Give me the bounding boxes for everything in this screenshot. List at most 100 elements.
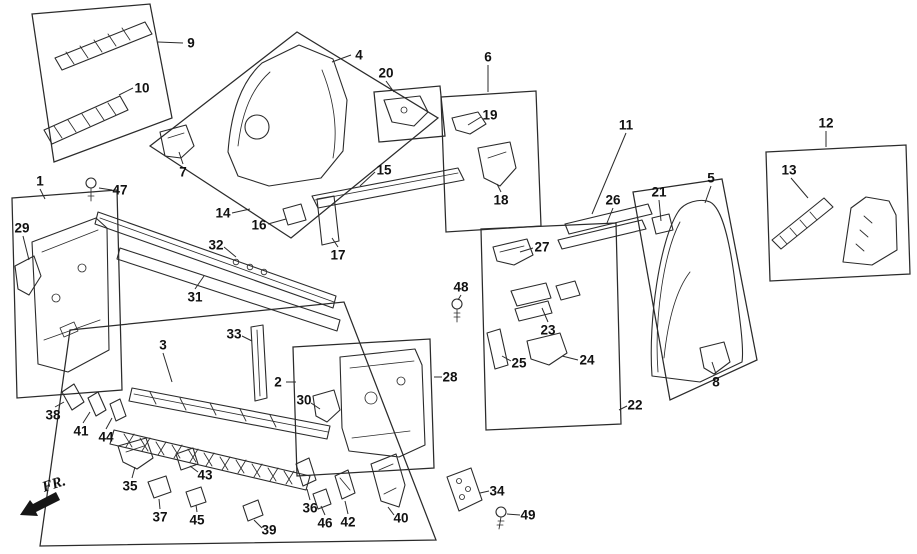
leader-line-26 (606, 207, 614, 224)
callout-43: 43 (197, 468, 213, 483)
part-sketch-41 (87, 391, 107, 417)
part-sketch-15 (311, 167, 465, 209)
part-sketch-16 (282, 203, 307, 226)
group-box-22 (480, 222, 622, 431)
callout-36: 36 (302, 501, 318, 516)
leader-line-36 (306, 488, 311, 501)
callout-21: 21 (651, 185, 667, 200)
group-box-9-10 (31, 3, 173, 163)
fr-arrow-icon (20, 492, 60, 516)
part-sketch-clip (555, 280, 581, 301)
leader-line-19 (467, 116, 482, 126)
part-sketch-31-32-crossbar (94, 211, 341, 332)
leader-line-42 (344, 500, 349, 515)
callout-13: 13 (781, 163, 797, 178)
part-sketch-8 (699, 341, 731, 375)
callout-17: 17 (330, 248, 345, 263)
leader-line-7 (178, 151, 184, 165)
bolt-47-icon (85, 177, 97, 202)
leader-line-49 (506, 513, 521, 516)
part-sketch-39 (242, 499, 264, 522)
leader-line-33 (241, 335, 253, 342)
callout-7: 7 (179, 165, 187, 180)
callout-6: 6 (484, 50, 492, 65)
callout-42: 42 (340, 515, 355, 530)
group-box-12-13 (765, 144, 911, 282)
part-sketch-38 (61, 383, 85, 411)
callout-16: 16 (251, 218, 267, 233)
part-sketch-45 (185, 486, 207, 508)
leader-line-16 (267, 218, 287, 225)
part-sketch-5 (650, 199, 744, 383)
part-sketch-33 (250, 324, 268, 402)
leader-line-41 (82, 411, 91, 424)
leader-line-22 (618, 405, 628, 411)
bolt-48-icon (451, 298, 463, 323)
callout-39: 39 (261, 523, 276, 538)
leader-line-21 (658, 199, 662, 222)
callout-14: 14 (215, 206, 231, 221)
part-sketch-13 (771, 197, 834, 250)
part-sketch-37 (147, 475, 172, 499)
callout-23: 23 (540, 323, 556, 338)
leader-line-9 (157, 41, 184, 44)
callout-9: 9 (187, 36, 195, 51)
group-box-1-29 (11, 189, 123, 399)
leader-line-44 (105, 417, 113, 430)
leader-line-47 (98, 187, 113, 191)
leader-line-40 (387, 506, 395, 516)
callout-5: 5 (707, 171, 715, 186)
leader-line-15 (359, 171, 376, 187)
part-sketch-1 (31, 217, 110, 373)
callout-28: 28 (442, 370, 458, 385)
part-sketch-26 (557, 203, 653, 250)
part-sketch-17 (316, 195, 340, 246)
callout-45: 45 (189, 513, 205, 528)
leader-line-31 (194, 275, 205, 290)
part-sketch-21 (651, 213, 674, 235)
callout-44: 44 (98, 430, 114, 445)
callout-15: 15 (376, 163, 392, 178)
part-sketch-18 (477, 141, 517, 187)
part-sketch-7 (159, 124, 195, 159)
leader-line-13 (790, 177, 809, 199)
leader-line-1 (39, 188, 46, 200)
part-sketch-46 (312, 488, 332, 510)
part-sketch-23 (510, 282, 553, 322)
leader-line-8 (711, 361, 717, 375)
part-sketch-43 (175, 447, 199, 471)
part-sketch-29 (14, 255, 42, 296)
leader-line-43 (189, 465, 199, 473)
callout-20: 20 (378, 66, 393, 81)
leader-line-37 (158, 498, 161, 510)
callout-41: 41 (73, 424, 89, 439)
callout-34: 34 (489, 484, 505, 499)
group-box-20 (373, 85, 446, 143)
part-sketch-19 (451, 111, 487, 135)
callout-2: 2 (274, 375, 282, 390)
part-sketch-27 (492, 238, 534, 266)
callout-24: 24 (579, 353, 595, 368)
callout-25: 25 (511, 356, 527, 371)
leader-line-29 (22, 235, 30, 261)
leader-line-32 (223, 246, 237, 258)
callout-29: 29 (14, 221, 29, 236)
callout-38: 38 (45, 408, 61, 423)
callout-4: 4 (355, 48, 363, 63)
fr-indicator: FR. (20, 473, 68, 516)
callout-33: 33 (226, 327, 242, 342)
callout-12: 12 (818, 116, 833, 131)
callout-46: 46 (317, 516, 333, 531)
fr-label: FR. (39, 473, 67, 496)
part-sketch-44 (109, 398, 127, 422)
part-sketch-30 (312, 389, 341, 423)
group-box-3 (39, 301, 437, 547)
part-sketch-3 (109, 387, 331, 491)
part-sketch-34 (446, 467, 483, 512)
callout-3: 3 (159, 338, 167, 353)
leader-line-48 (457, 294, 462, 301)
part-sketch-35 (117, 437, 154, 470)
callout-22: 22 (627, 398, 642, 413)
